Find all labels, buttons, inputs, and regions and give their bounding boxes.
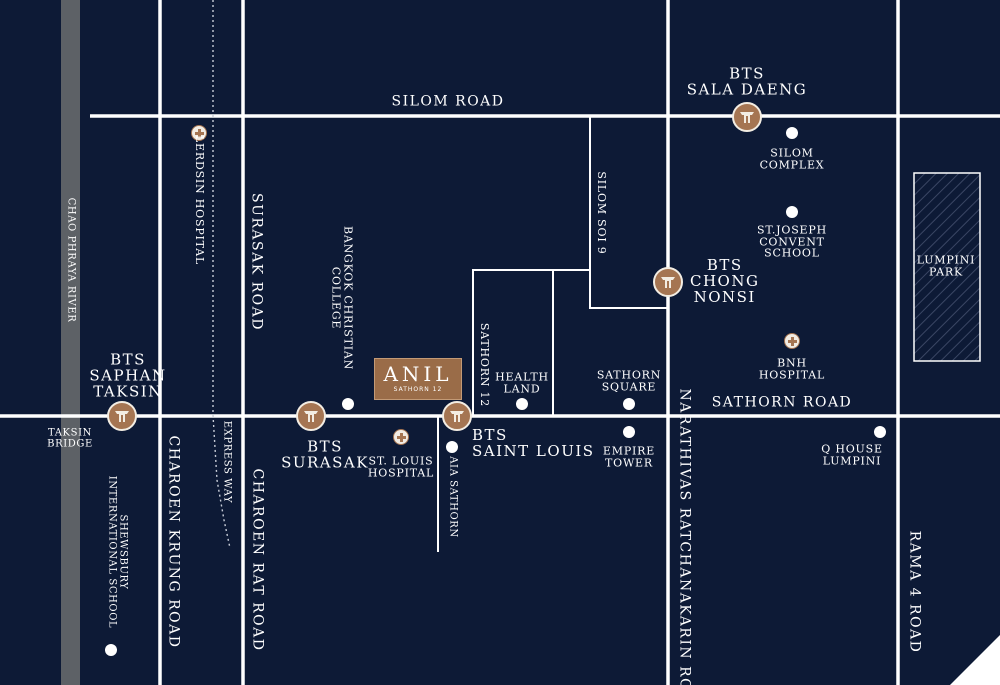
- location-dot-icon[interactable]: [623, 398, 635, 410]
- surasak-road-label: SURASAK ROAD: [248, 192, 265, 332]
- bnh-hospital-label: BNH HOSPITAL: [759, 357, 825, 380]
- bts-chong-nonsi-label: BTS CHONG NONSI: [690, 256, 760, 306]
- silom-soi9-label: SILOM SOI 9: [594, 171, 608, 255]
- sathorn-square-label: SATHORN SQUARE: [597, 369, 661, 392]
- station-name: NONSI: [693, 287, 756, 306]
- place-line: LUMPINI: [822, 454, 882, 467]
- place-line: SCHOOL: [764, 246, 820, 260]
- location-dot-icon[interactable]: [786, 206, 798, 218]
- station-name: SURASAK: [281, 453, 369, 471]
- bts-station-icon[interactable]: [107, 401, 137, 431]
- location-dot-icon[interactable]: [786, 127, 798, 139]
- charoen-krung-road-label: CHAROEN KRUNG ROAD: [165, 435, 182, 649]
- health-land-label: HEALTH LAND: [495, 371, 549, 394]
- place-line: LAND: [503, 382, 541, 395]
- place-line: TAKSIN: [48, 427, 92, 439]
- place-line: INTERNATIONAL SCHOOL: [107, 475, 118, 629]
- station-name: SALA DAENG: [686, 80, 808, 98]
- empire-tower-label: EMPIRE TOWER: [603, 445, 655, 468]
- rama4-road-label: RAMA 4 ROAD: [906, 530, 923, 654]
- location-dot-icon[interactable]: [342, 398, 354, 410]
- anil-project-marker[interactable]: ANIL SATHORN 12: [374, 358, 462, 400]
- place-line: PARK: [928, 265, 964, 278]
- bts-prefix: BTS: [110, 350, 146, 369]
- bts-prefix: BTS: [729, 64, 765, 83]
- bts-station-icon[interactable]: [296, 401, 326, 431]
- location-dot-icon[interactable]: [623, 426, 635, 438]
- bts-prefix: BTS: [706, 256, 743, 274]
- sathorn12-line: [472, 269, 590, 416]
- sathorn12-label: SATHORN 12: [477, 322, 491, 408]
- place-line: HOSPITAL: [758, 368, 826, 381]
- station-name: CHONG: [690, 271, 760, 290]
- hospital-cross-icon[interactable]: [784, 333, 800, 349]
- lerdsin-hospital-label: LERDSIN HOSPITAL: [192, 134, 206, 266]
- st-louis-hospital-label: ST. LOUIS HOSPITAL: [368, 455, 434, 478]
- bts-station-icon[interactable]: [442, 401, 472, 431]
- place-line: LUMPINI: [916, 253, 976, 267]
- place-line: Q HOUSE: [821, 442, 883, 456]
- silom-soi9-line: [589, 116, 668, 309]
- place-line: COLLEGE: [330, 266, 343, 330]
- shrewsbury-label: SHEWSBURY INTERNATIONAL SCHOOL: [107, 475, 129, 629]
- place-line: ST. LOUIS: [368, 454, 434, 468]
- location-dot-icon[interactable]: [105, 644, 117, 656]
- hospital-cross-icon[interactable]: [393, 429, 409, 445]
- hospital-cross-icon[interactable]: [191, 125, 207, 141]
- bts-station-icon[interactable]: [653, 267, 683, 297]
- place-line: HOSPITAL: [367, 466, 435, 479]
- station-name: SAPHAN: [89, 366, 167, 385]
- place-line: TOWER: [605, 456, 653, 469]
- taksin-bridge-label: TAKSIN BRIDGE: [47, 427, 93, 450]
- corner-cut: [950, 635, 1000, 685]
- station-name: SAINT LOUIS: [472, 441, 595, 460]
- place-line: SHEWSBURY: [117, 514, 129, 590]
- expressway-label: EXPRESS WAY: [221, 420, 233, 504]
- bts-saphan-taksin-label: BTS SAPHAN TAKSIN: [89, 352, 166, 399]
- place-line: BRIDGE: [47, 438, 93, 449]
- bts-surasak-label: BTS SURASAK: [281, 437, 369, 471]
- location-dot-icon[interactable]: [874, 426, 886, 438]
- place-line: EMPIRE: [602, 444, 656, 458]
- charoen-rat-road-label: CHAROEN RAT ROAD: [249, 468, 266, 652]
- project-name: ANIL: [383, 362, 453, 386]
- expressway-line: [212, 0, 231, 549]
- lumpini-park-area: [913, 172, 981, 362]
- place-line: HEALTH: [495, 370, 549, 384]
- lumpini-park-label: LUMPINI PARK: [917, 254, 976, 277]
- chao-phraya-river: [61, 0, 80, 685]
- place-line: ST.JOSEPH: [757, 223, 827, 237]
- narathivas-road-label: NARATHIVAS RATCHANAKARIN ROAD: [676, 388, 693, 685]
- location-dot-icon[interactable]: [446, 441, 458, 453]
- q-house-label: Q HOUSE LUMPINI: [821, 443, 883, 466]
- bangkok-christian-label: BANGKOK CHRISTIAN COLLEGE: [330, 225, 355, 371]
- river-label: CHAO PHRAYA RIVER: [65, 197, 77, 323]
- silom-complex-label: SILOM COMPLEX: [760, 147, 825, 170]
- place-line: CONVENT: [759, 235, 825, 249]
- project-subtitle: SATHORN 12: [393, 386, 443, 393]
- bts-prefix: BTS: [307, 437, 343, 456]
- place-line: COMPLEX: [759, 158, 825, 171]
- place-line: BNH: [777, 356, 807, 370]
- place-line: SQUARE: [601, 380, 657, 393]
- place-line: SATHORN: [596, 368, 662, 382]
- place-line: SILOM: [770, 146, 814, 160]
- st-joseph-label: ST.JOSEPH CONVENT SCHOOL: [757, 223, 827, 260]
- sathorn-road-label: SATHORN ROAD: [711, 394, 853, 411]
- bts-saint-louis-label: BTS SAINT LOUIS: [472, 426, 595, 460]
- bts-station-icon[interactable]: [732, 102, 762, 132]
- silom-road-label: SILOM ROAD: [391, 93, 505, 110]
- bts-sala-daeng-label: BTS SALA DAENG: [686, 64, 808, 98]
- bts-prefix: BTS: [472, 426, 508, 444]
- location-dot-icon[interactable]: [516, 398, 528, 410]
- station-name: TAKSIN: [93, 381, 163, 400]
- aia-sathorn-label: AIA SATHORN: [447, 456, 459, 538]
- place-line: BANGKOK CHRISTIAN: [341, 225, 355, 371]
